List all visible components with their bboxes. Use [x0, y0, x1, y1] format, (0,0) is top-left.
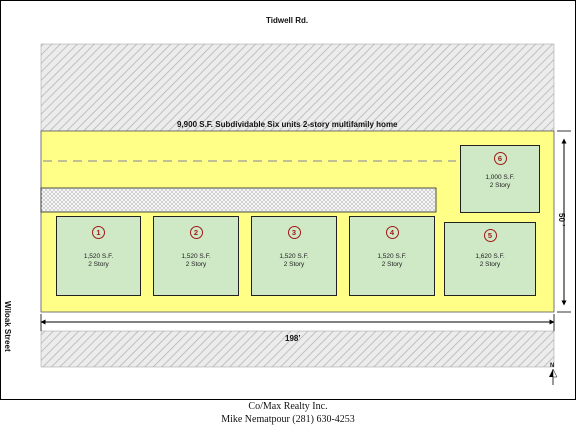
unit-number-badge: 6: [493, 152, 507, 165]
unit-5: 5 1,620 S.F. 2 Story: [444, 222, 536, 296]
unit-1: 1 1,520 S.F. 2 Story: [56, 216, 141, 296]
unit-3: 3 1,520 S.F. 2 Story: [251, 216, 337, 296]
road-name-left: Wiloak Street: [3, 301, 12, 352]
unit-stories: 2 Story: [381, 261, 403, 268]
depth-dimension-label: 50 ’: [557, 213, 566, 227]
top-easement-strip: [40, 43, 555, 132]
north-arrow-icon: [549, 368, 558, 385]
unit-stories: 2 Story: [185, 261, 207, 268]
unit-area: 1,520 S.F.: [279, 253, 309, 260]
unit-area: 1,520 S.F.: [377, 253, 407, 260]
unit-6: 6 1,000 S.F. 2 Story: [460, 145, 540, 213]
unit-2: 2 1,520 S.F. 2 Story: [153, 216, 239, 296]
unit-area: 1,520 S.F.: [83, 253, 114, 260]
site-title: 9,900 S.F. Subdividable Six units 2-stor…: [177, 120, 398, 129]
unit-stories: 2 Story: [283, 261, 305, 268]
unit-stories: 2 Story: [88, 261, 109, 268]
road-name-top: Tidwell Rd.: [266, 16, 309, 25]
unit-4: 4 1,520 S.F. 2 Story: [349, 216, 435, 296]
unit-stories: 2 Story: [479, 261, 501, 268]
unit-area: 1,000 S.F.: [485, 174, 515, 181]
footer-company: Co/Max Realty Inc.: [248, 401, 328, 412]
unit-number-badge: 3: [287, 226, 301, 239]
bottom-easement-strip: [40, 330, 555, 368]
unit-number-badge: 1: [92, 226, 105, 239]
unit-number-badge: 2: [189, 226, 203, 239]
unit-number-badge: 5: [483, 229, 497, 242]
width-dimension-label: 198’: [285, 334, 301, 343]
north-label: N: [550, 363, 555, 369]
unit-stories: 2 Story: [489, 182, 511, 189]
walkway-strip: [40, 187, 437, 213]
unit-area: 1,520 S.F.: [181, 253, 211, 260]
unit-number-badge: 4: [385, 226, 399, 239]
unit-area: 1,620 S.F.: [475, 253, 505, 260]
footer-agent: Mike Nematpour (281) 630-4253: [221, 414, 355, 425]
site-plan-frame: Tidwell Rd. Wiloak Street 9,900 S.F. Sub…: [0, 0, 576, 400]
